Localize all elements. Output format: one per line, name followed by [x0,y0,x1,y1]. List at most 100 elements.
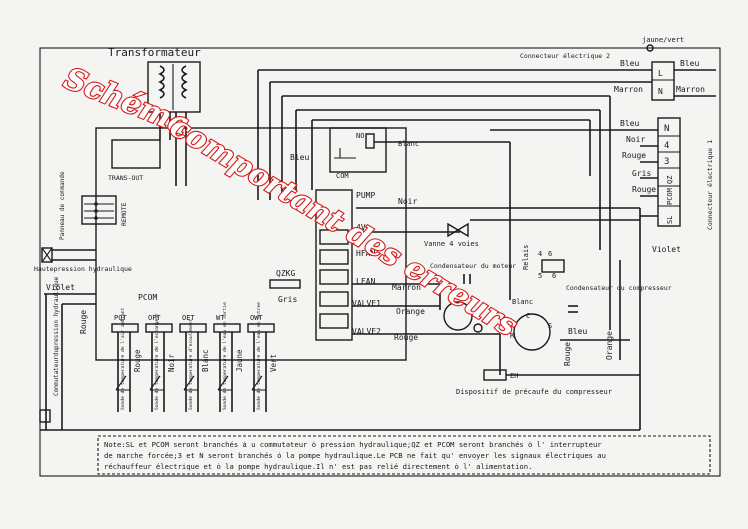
compressor [513,313,551,351]
blanc-comp-label: Blanc [512,298,533,306]
sensor-description: Sonde de temperature de l'echangeur [154,313,160,410]
tb1-pcom-wire: Rouge [632,185,656,194]
pcb-board [95,127,407,361]
connecteur1-label: Connecteur électrique 1 [706,140,714,230]
compressor-relay [541,259,565,273]
trans-out-connector [111,139,161,169]
tb2-n-wire-right: Marron [676,85,705,94]
vanne-4-voies-symbol [447,222,469,238]
compressor-r: R [510,332,515,340]
pump-label: PUMP [356,191,375,200]
comm-pression-label: Commutateurdupression hydraulique [53,276,60,396]
tb1-4-wire: Noir [626,135,645,144]
sensor-description: Sonde de temperature d'ecoulement [188,318,194,410]
tb1-sl: SL [666,216,674,224]
sensor-connector [213,323,241,333]
watermark-line-2: comportant des erreurs [164,109,523,344]
rouge-comp-label: Rouge [563,342,572,366]
noir-pump-label: Noir [398,197,417,206]
tb1-n-wire: Bleu [620,119,639,128]
lfan-label: LFAN [356,277,375,286]
haute-pression-switch [41,247,53,263]
cond-moteur-label: Condensateur du moteur [430,262,516,270]
sensor-connector [179,323,207,333]
connecteur2-label: Connecteur électrique 2 [520,52,610,60]
valve2-label: VALVE2 [352,327,381,336]
dispositif-label: Dispositif de précaufe du compresseur [456,388,612,396]
haute-pression-label: Hautepression hydraulique [34,265,132,273]
sensor-code: WT [216,314,225,322]
sensor-description: Sonde de temperature de l'eau en sortie [222,302,228,410]
eh-label: EH [510,372,518,380]
tb1-n: N [664,124,669,134]
com-label: COM [336,172,349,180]
tb2-l-wire-right: Bleu [680,59,699,68]
note-line-3: réchauffeur électrique et ȯ la pompe hyd… [104,462,532,471]
orange-mid-label: Orange [396,307,425,316]
transformer-secondary-coil [181,65,188,99]
blanc-top-label: Blanc [398,140,419,148]
thermistor-symbol [115,375,130,391]
terminal-block-2 [651,61,675,101]
thermistor-symbol [183,375,198,391]
tb1-pcom: PCOM [666,188,674,205]
trans-out-label: TRANS-OUT [108,174,143,182]
gris-mid-label: Gris [278,295,297,304]
orange-right-label: Orange [605,331,614,360]
crankcase-heater [483,369,507,381]
compressor-c: C [526,312,530,320]
sensor-code: OWT [250,314,263,322]
relay-n6: 6 [548,250,552,258]
note-line-2: de marche forcée;3 et N seront branchés … [104,451,606,460]
tb1-3: 3 [664,157,669,167]
relay-n6b: 6 [552,272,556,280]
terminal-block-1 [657,117,681,227]
valve1-label: VALVE1 [352,299,381,308]
sensor-4: WT Jaune Sonde de temperature de l'eau en … [213,302,244,412]
thermistor-symbol [217,375,232,391]
marron-mid-label: Marron [392,283,421,292]
vanne-label: Vanne 4 voies [424,240,479,248]
sensor-connector [247,323,275,333]
transformer-box [147,61,201,113]
remote-label: REMOTE [120,202,128,226]
relay-n4: 4 [538,250,542,258]
cond-comp-label: Condensateur du compresseur [566,284,672,292]
compressor-s: S [548,322,552,330]
tb2-l: L [658,69,663,78]
tb1-qz: QZ [666,176,674,184]
tb1-4: 4 [664,141,669,151]
relay-n5: 5 [538,272,542,280]
hfan-label: HFAN [356,249,375,258]
bleu-mid-label: Bleu [290,153,309,162]
sensor-code: OET [182,314,195,322]
transformer-label: Transformateur [108,46,201,59]
pression-switch [39,409,51,423]
remote-connector [81,195,117,225]
tb2-n: N [658,87,663,96]
tb2-n-wire-left: Marron [614,85,643,94]
sensor-connector [145,323,173,333]
note-line-1: Note:SL et PCOM seront branchés ẚ u comm… [104,440,602,449]
panneau-label: Panneau de commande [59,171,66,240]
sensor-wire-color: Jaune [235,349,244,372]
rouge-mid-label: Rouge [394,333,418,342]
bleu-comp-label: Bleu [568,327,587,336]
violet-right-label: Violet [652,245,681,254]
transformer-primary-coil [158,65,165,99]
tb1-3-wire: Rouge [622,151,646,160]
note-box [97,435,711,475]
sensor-connector [111,323,139,333]
jaune-vert-label: jaune/vert [642,36,684,44]
rouge-left-label: Rouge [79,310,88,334]
sensor-description: Sonde de temperature de l'eau en entree [256,302,262,410]
relais-label: Relais [522,245,530,270]
output-connector-block [315,189,353,341]
fourv-label: 4V [356,223,366,232]
sensor-wire-color: Noir [167,353,176,372]
